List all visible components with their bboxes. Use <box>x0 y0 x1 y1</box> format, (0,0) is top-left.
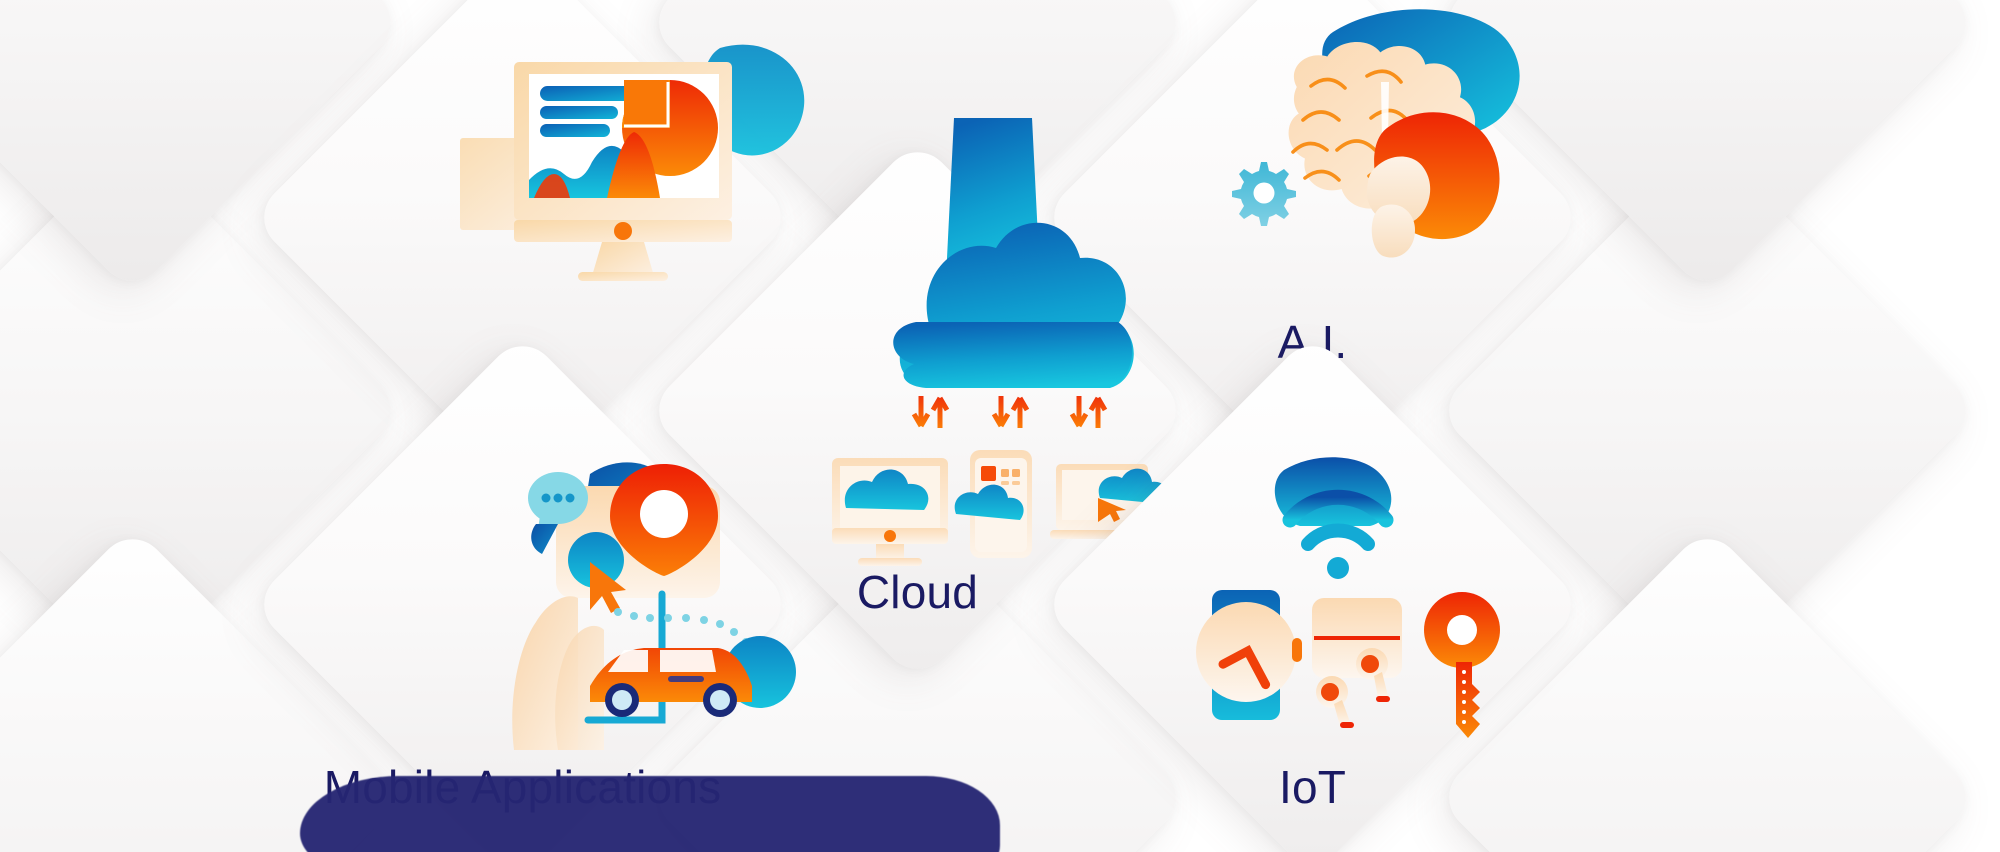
monitor-dashboard-icon <box>452 40 812 330</box>
bottom-decorative-blob <box>300 776 1000 852</box>
wifi-devices-key-icon <box>1180 457 1540 762</box>
brain-gear-icon <box>1175 9 1575 320</box>
cell-label-cloud: Cloud <box>856 566 979 618</box>
hand-phone-map-car-icon <box>512 450 872 760</box>
cell-label-iot: IoT <box>1278 761 1347 813</box>
cloud-sync-devices-icon <box>818 118 1188 566</box>
